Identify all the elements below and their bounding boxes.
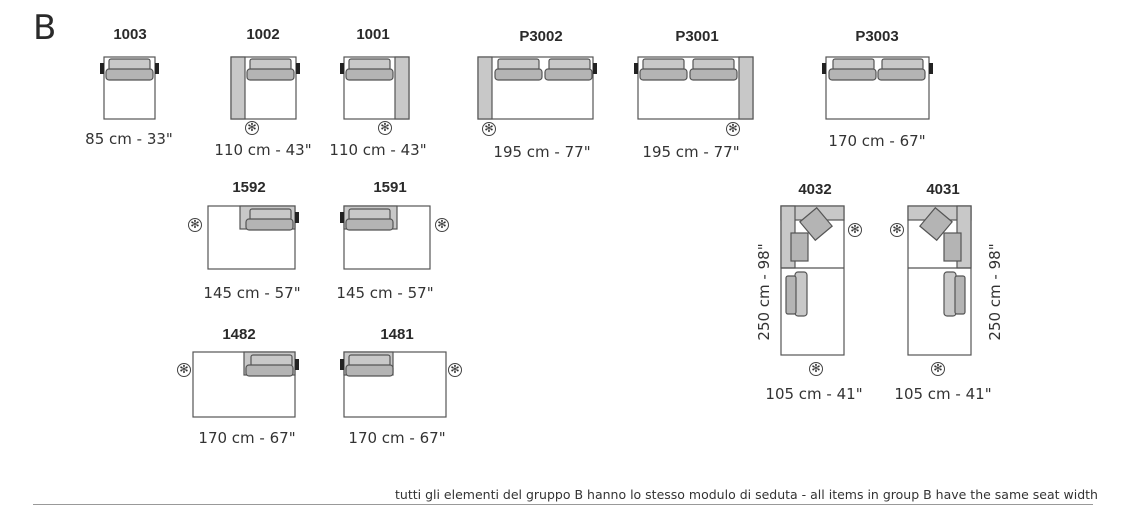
sofa-1592-drawing: [207, 205, 299, 270]
sofa-4031-drawing: [907, 205, 972, 356]
sofa-p3003-drawing: [822, 56, 933, 120]
sofa-1591-drawing: [340, 205, 431, 270]
dimension-p3002: 195 cm - 77": [493, 143, 591, 161]
vertical-dimension-4032: 250 cm - 98": [755, 243, 773, 341]
sofa-1003-drawing: [100, 56, 159, 120]
asterisk-icon: ✻: [482, 122, 496, 136]
code-1002: 1002: [246, 26, 280, 43]
footnote: tutti gli elementi del gruppo B hanno lo…: [395, 487, 1098, 502]
sofa-1482-drawing: [192, 351, 299, 418]
dimension-1001: 110 cm - 43": [329, 141, 427, 159]
code-p3001: P3001: [675, 28, 719, 45]
sofa-1001-drawing: [340, 56, 410, 120]
sofa-p3001-drawing: [634, 56, 754, 120]
asterisk-icon: ✻: [435, 218, 449, 232]
dimension-p3001: 195 cm - 77": [642, 143, 740, 161]
code-p3002: P3002: [519, 28, 563, 45]
dimension-1002: 110 cm - 43": [214, 141, 312, 159]
asterisk-icon: ✻: [245, 121, 259, 135]
sofa-1002-drawing: [230, 56, 300, 120]
code-1592: 1592: [232, 179, 266, 196]
code-1001: 1001: [356, 26, 390, 43]
code-1481: 1481: [380, 326, 414, 343]
asterisk-icon: ✻: [448, 363, 462, 377]
code-1482: 1482: [222, 326, 256, 343]
dimension-1003: 85 cm - 33": [85, 130, 173, 148]
asterisk-icon: ✻: [177, 363, 191, 377]
group-letter: B: [33, 8, 57, 48]
code-1591: 1591: [373, 179, 407, 196]
sofa-p3002-drawing: [477, 56, 597, 120]
asterisk-icon: ✻: [378, 121, 392, 135]
asterisk-icon: ✻: [931, 362, 945, 376]
dimension-1482: 170 cm - 67": [198, 429, 296, 447]
dimension-1591: 145 cm - 57": [336, 284, 434, 302]
dimension-4031: 105 cm - 41": [894, 385, 992, 403]
asterisk-icon: ✻: [848, 223, 862, 237]
asterisk-icon: ✻: [890, 223, 904, 237]
asterisk-icon: ✻: [726, 122, 740, 136]
dimension-p3003: 170 cm - 67": [828, 132, 926, 150]
code-4032: 4032: [798, 181, 832, 198]
asterisk-icon: ✻: [809, 362, 823, 376]
sofa-1481-drawing: [340, 351, 447, 418]
code-1003: 1003: [113, 26, 147, 43]
code-p3003: P3003: [855, 28, 899, 45]
dimension-1481: 170 cm - 67": [348, 429, 446, 447]
dimension-1592: 145 cm - 57": [203, 284, 301, 302]
code-4031: 4031: [926, 181, 960, 198]
asterisk-icon: ✻: [188, 218, 202, 232]
sofa-4032-drawing: [780, 205, 845, 356]
vertical-dimension-4031: 250 cm - 98": [986, 243, 1004, 341]
dimension-4032: 105 cm - 41": [765, 385, 863, 403]
